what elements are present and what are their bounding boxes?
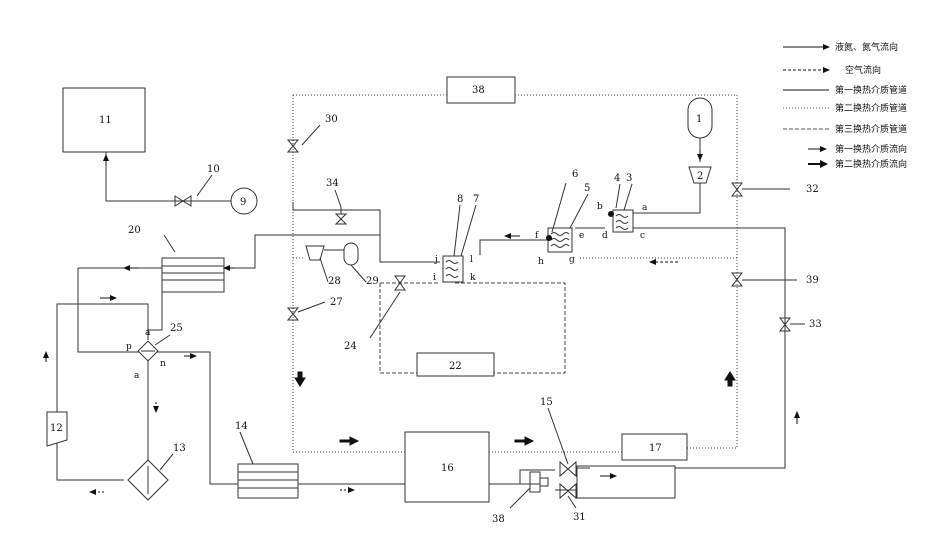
legend-text-1: 液氮、氮气流向 xyxy=(835,41,898,53)
port-valve-n: n xyxy=(160,359,166,369)
label-22: 22 xyxy=(449,361,462,372)
legend-text-2: 空气流向 xyxy=(845,64,881,76)
label-24: 24 xyxy=(344,341,357,352)
port-e: e xyxy=(579,231,584,241)
label-7: 7 xyxy=(473,194,479,205)
label-9: 9 xyxy=(240,197,246,208)
label-39: 39 xyxy=(806,275,819,286)
label-28: 28 xyxy=(328,276,341,287)
third-medium-pipes xyxy=(380,283,565,373)
label-30: 30 xyxy=(325,114,338,125)
label-34: 34 xyxy=(326,178,339,189)
label-8: 8 xyxy=(457,194,463,205)
legend-bold-arrow-icon xyxy=(808,160,828,168)
label-10: 10 xyxy=(207,164,220,175)
second-medium-pipes xyxy=(293,95,737,452)
legend-text-7: 第二换热介质流向 xyxy=(835,158,907,170)
leader-lines xyxy=(155,125,805,508)
port-i: i xyxy=(433,273,436,283)
port-k: k xyxy=(470,273,476,283)
label-17: 17 xyxy=(649,443,662,454)
port-c: c xyxy=(640,231,645,241)
heat-exchanger-7-icon xyxy=(443,256,463,282)
port-b: b xyxy=(597,202,603,212)
label-4: 4 xyxy=(614,173,620,184)
valve-24-icon xyxy=(395,276,405,290)
label-5: 5 xyxy=(584,183,590,194)
unit-28-icon xyxy=(306,246,324,260)
first-medium-pipes xyxy=(57,137,785,490)
label-12: 12 xyxy=(50,423,63,434)
valve-30-icon xyxy=(288,140,298,152)
label-29: 29 xyxy=(366,276,379,287)
four-way-valve-25-icon xyxy=(138,341,158,361)
label-13: 13 xyxy=(173,443,186,454)
port-d: d xyxy=(602,231,608,241)
label-6: 6 xyxy=(572,169,578,180)
label-1: 1 xyxy=(696,114,702,125)
label-16: 16 xyxy=(441,463,454,474)
legend-text-5: 第三换热介质管道 xyxy=(835,123,907,135)
port-g: g xyxy=(569,255,575,265)
port-valve-a-top: a xyxy=(145,328,151,338)
port-valve-a-bottom: a xyxy=(134,371,140,381)
valve-15-icon xyxy=(560,462,576,476)
label-3: 3 xyxy=(626,173,632,184)
valve-31-icon xyxy=(560,484,576,498)
label-38: 38 xyxy=(472,85,485,96)
legend-text-6: 第一换热介质流向 xyxy=(835,143,907,155)
label-14: 14 xyxy=(235,421,248,432)
port-l: l xyxy=(470,255,473,265)
legend: 液氮、氮气流向 空气流向 第一换热介质管道 第二换热介质管道 第三换热介质管道 … xyxy=(783,41,907,170)
tank-20-icon xyxy=(162,258,224,292)
label-11: 11 xyxy=(99,115,112,126)
port-j: j xyxy=(434,255,438,265)
sensor-4-icon xyxy=(608,211,614,217)
label-15: 15 xyxy=(540,397,553,408)
heat-exchanger-3-icon xyxy=(613,210,633,232)
label-33: 33 xyxy=(809,319,822,330)
label-38-valve: 38 xyxy=(492,514,505,525)
label-27: 27 xyxy=(330,297,343,308)
sensor-6-icon xyxy=(546,235,552,241)
tank-31-box xyxy=(577,466,675,498)
port-valve-p: p xyxy=(126,342,132,352)
label-32: 32 xyxy=(806,184,819,195)
unit-29-icon xyxy=(344,243,358,265)
label-31: 31 xyxy=(573,512,586,523)
legend-text-4: 第二换热介质管道 xyxy=(835,102,907,114)
valve-27-icon xyxy=(288,308,298,320)
legend-text-3: 第一换热介质管道 xyxy=(835,84,907,96)
port-a: a xyxy=(642,203,648,213)
label-20: 20 xyxy=(128,225,141,236)
label-25: 25 xyxy=(170,323,183,334)
label-2: 2 xyxy=(697,171,703,182)
port-h: h xyxy=(538,257,544,267)
tank-14-icon xyxy=(238,464,298,498)
valve-38-block-icon xyxy=(530,472,548,492)
